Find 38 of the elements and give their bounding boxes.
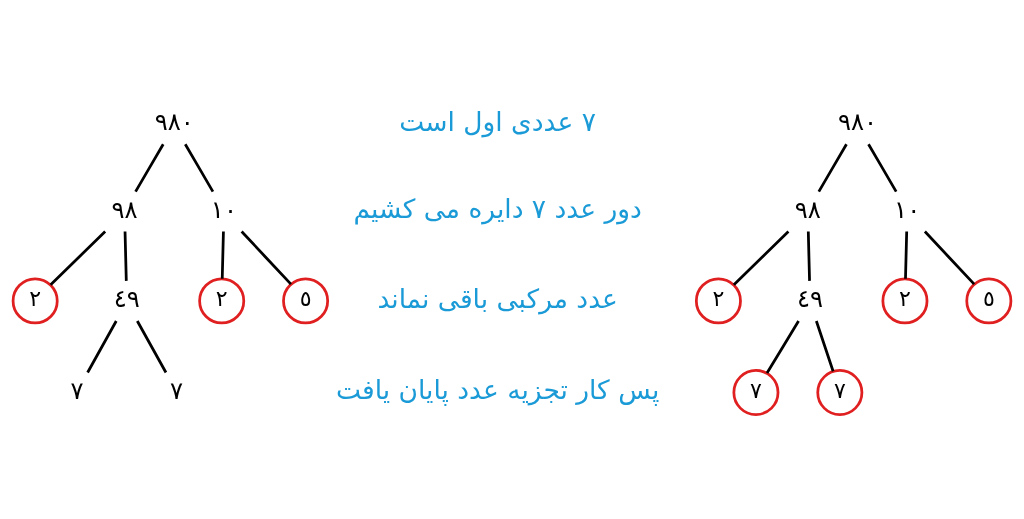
connector	[806, 231, 811, 281]
connector	[923, 230, 976, 286]
node-circle: ٢	[198, 277, 246, 325]
node-circle: ٧	[732, 369, 780, 416]
connector	[867, 143, 898, 193]
node-text: ١٠	[210, 194, 237, 224]
connector	[732, 230, 790, 286]
node-circle: ٢	[881, 277, 929, 325]
connector	[765, 320, 800, 374]
node-text: ٩٨٠	[154, 107, 194, 137]
node-circle: ٢	[694, 277, 742, 325]
connector	[240, 230, 292, 286]
node-text: ٧	[169, 375, 183, 405]
node-text: ٧	[70, 375, 84, 405]
label: پس کار تجزیه عدد پایان یافت	[336, 374, 660, 406]
connector	[817, 143, 848, 193]
connector	[123, 231, 128, 281]
node-text: ٤٩	[796, 284, 824, 314]
label: عدد مرکبی باقی نماند	[377, 282, 618, 314]
label: دور عدد ٧ دایره می کشیم	[353, 193, 642, 225]
connector	[815, 320, 835, 372]
node-circle: ٥	[965, 277, 1013, 325]
connector	[904, 231, 909, 279]
connector	[86, 320, 118, 374]
node-text: ٩٨	[111, 194, 138, 224]
node-circle: ٧	[816, 369, 864, 416]
label: ٧ عددی اول است	[399, 106, 596, 138]
node-text: ٩٨	[794, 194, 821, 224]
connector	[134, 143, 165, 193]
node-text: ١٠	[894, 194, 921, 224]
node-text: ٩٨٠	[837, 107, 878, 137]
connector	[184, 143, 215, 193]
connector	[136, 320, 168, 374]
node-text: ٤٩	[113, 284, 140, 314]
connector	[220, 231, 225, 279]
node-circle: ٢	[11, 277, 59, 325]
connector	[49, 230, 107, 286]
node-circle: ٥	[282, 277, 330, 325]
